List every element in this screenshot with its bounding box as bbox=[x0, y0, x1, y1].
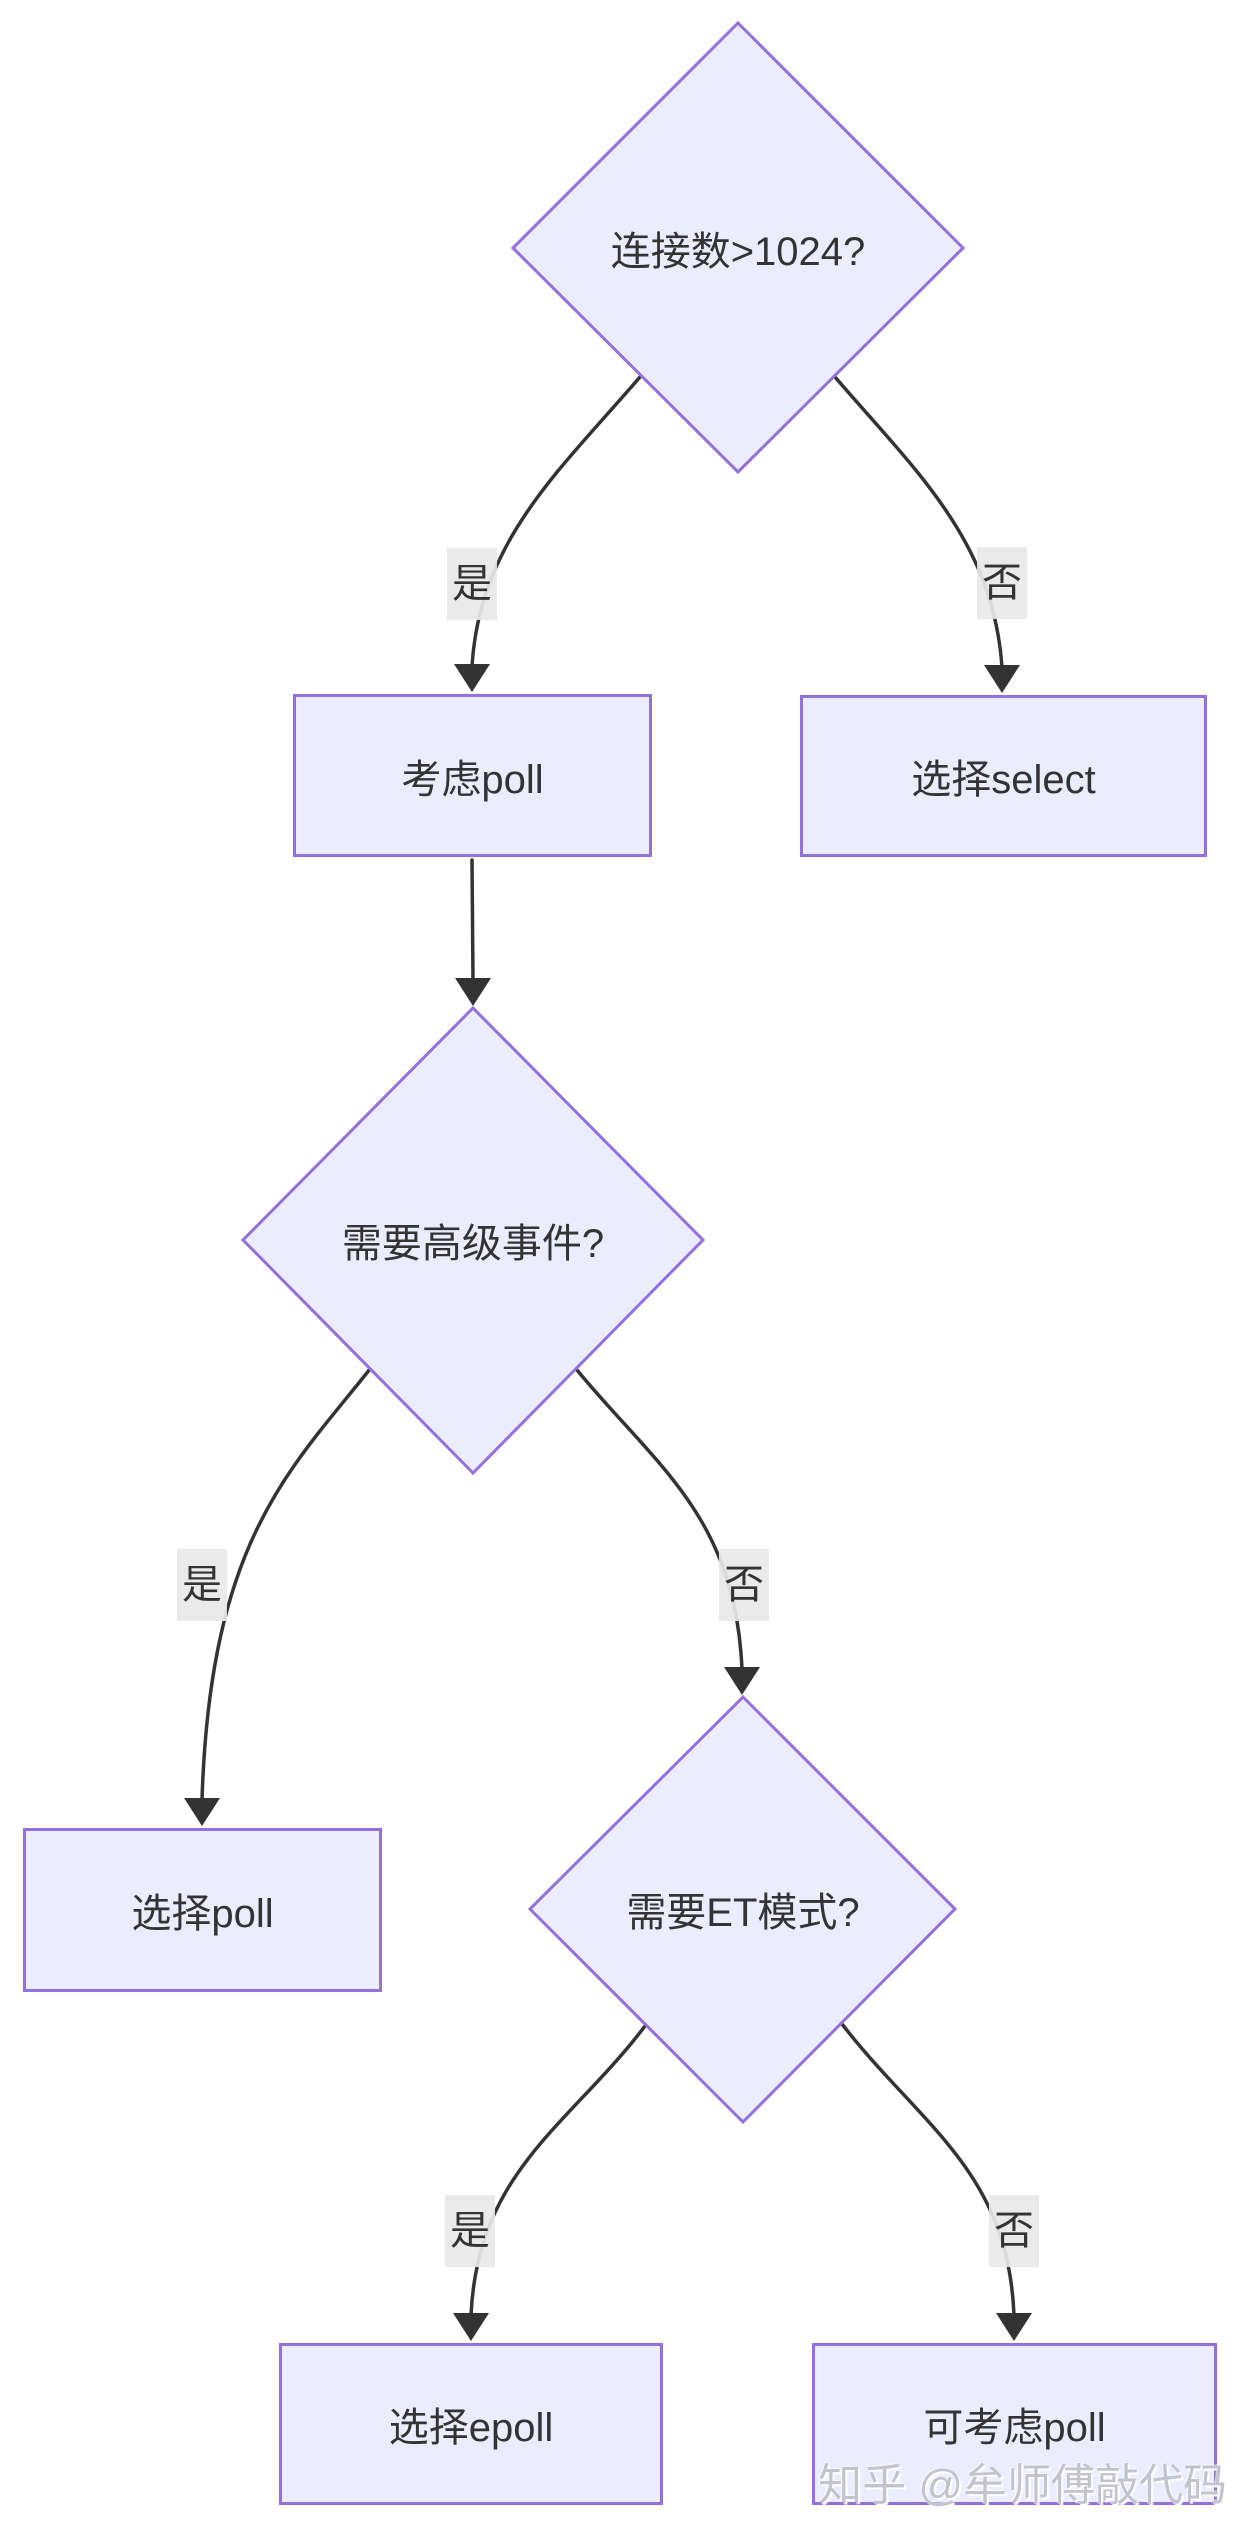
arrowhead-icon bbox=[996, 2313, 1032, 2341]
arrowheads bbox=[184, 664, 1032, 2341]
decision-label-advanced-events: 需要高级事件? bbox=[341, 1222, 605, 1266]
node-choose-select: 选择select bbox=[800, 695, 1207, 857]
diamond-q-et-mode bbox=[527, 1694, 958, 2125]
edge-label-no-3: 否 bbox=[989, 2195, 1039, 2267]
node-consider-poll: 考虑poll bbox=[293, 694, 652, 857]
decision-diamonds bbox=[240, 20, 966, 2125]
arrowhead-icon bbox=[454, 664, 490, 692]
diamond-q-connections bbox=[510, 20, 966, 475]
decision-label-connections: 连接数>1024? bbox=[610, 230, 866, 274]
diamond-q-advanced-events bbox=[240, 1005, 706, 1476]
arrowhead-icon bbox=[984, 665, 1020, 693]
arrowhead-icon bbox=[455, 978, 491, 1006]
edge-label-yes-2: 是 bbox=[177, 1549, 227, 1621]
edge-no-to-choose-select bbox=[833, 375, 1004, 669]
edge-label-yes-3: 是 bbox=[445, 2195, 495, 2267]
node-choose-poll: 选择poll bbox=[23, 1828, 382, 1992]
edge-yes-to-choose-epoll bbox=[469, 2024, 647, 2317]
edge-no-to-maybe-poll bbox=[840, 2022, 1016, 2317]
edge-no-to-q3 bbox=[575, 1368, 744, 1671]
edge-consider-poll-to-q2 bbox=[470, 858, 475, 982]
decision-label-et-mode: 需要ET模式? bbox=[626, 1891, 860, 1935]
edge-yes-to-choose-poll bbox=[200, 1367, 372, 1802]
edge-lines bbox=[200, 375, 1016, 2317]
zhihu-watermark: 知乎 @牟师傅敲代码 bbox=[818, 2461, 1227, 2510]
arrowhead-icon bbox=[724, 1667, 760, 1695]
edge-label-no-1: 否 bbox=[977, 547, 1027, 619]
node-choose-epoll: 选择epoll bbox=[279, 2343, 663, 2505]
edge-label-yes-1: 是 bbox=[447, 548, 497, 620]
arrowhead-icon bbox=[184, 1798, 220, 1826]
edge-yes-to-consider-poll bbox=[470, 375, 642, 668]
node-maybe-poll: 可考虑poll bbox=[812, 2343, 1217, 2505]
arrowhead-icon bbox=[453, 2313, 489, 2341]
edge-label-no-2: 否 bbox=[719, 1549, 769, 1621]
